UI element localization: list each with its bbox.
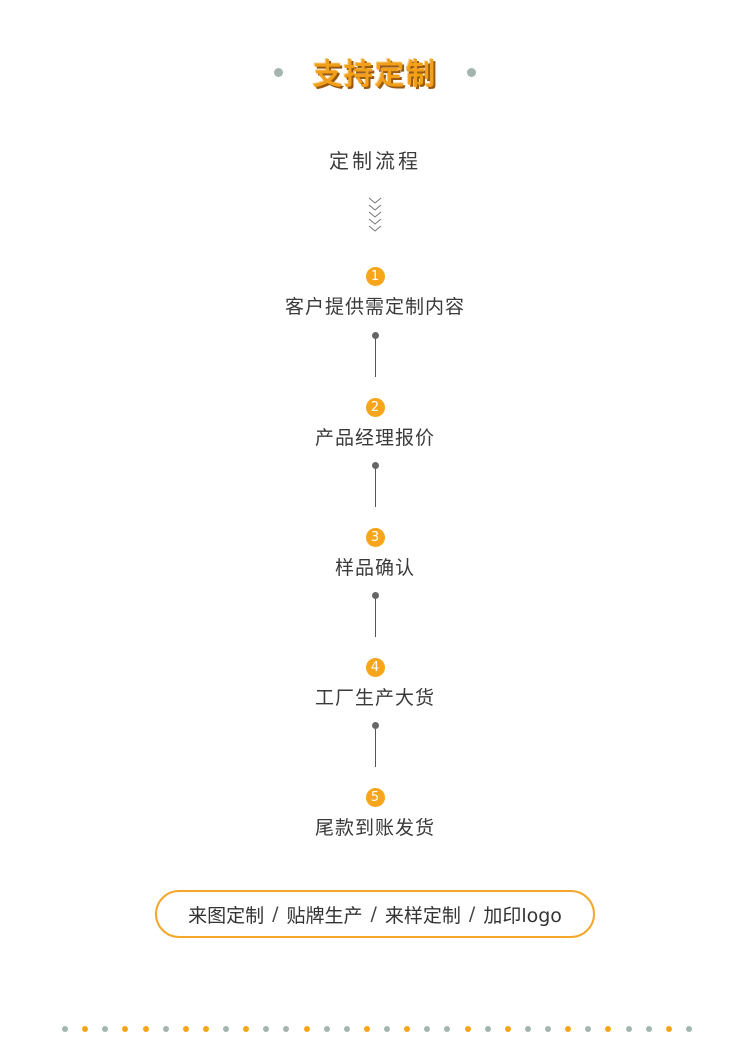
option-separator: /: [272, 903, 279, 925]
connector-pin: [371, 332, 379, 339]
footer-dot: [363, 1026, 370, 1032]
footer-dot: [62, 1026, 68, 1032]
footer-dot: [625, 1026, 632, 1032]
footer-dot: [665, 1026, 672, 1032]
footer-dot: [444, 1026, 451, 1032]
footer-dot: [685, 1026, 692, 1032]
footer-dot: [545, 1026, 551, 1032]
footer-dot: [343, 1026, 350, 1032]
step-connector: [371, 722, 379, 768]
title-left-dot: [273, 67, 283, 77]
process-step-4: 4 工厂生产大货: [0, 658, 750, 710]
step-connector: [371, 462, 379, 508]
step-label: 客户提供需定制内容: [284, 296, 465, 318]
footer-dot: [303, 1026, 310, 1032]
footer-dot: [645, 1026, 652, 1032]
footer-dot: [82, 1026, 89, 1032]
customization-options-pill: 来图定制 / 贴牌生产 / 来样定制 / 加印logo: [155, 890, 595, 938]
footer-dot: [565, 1026, 572, 1032]
connector-pin: [371, 462, 379, 469]
footer-dot: [323, 1026, 330, 1032]
connector-line: [374, 599, 376, 637]
footer-dot: [605, 1026, 612, 1032]
footer-dot: [243, 1026, 250, 1032]
footer-dot: [142, 1026, 149, 1032]
footer-dot: [122, 1026, 129, 1032]
option-label: 加印logo: [483, 904, 562, 927]
section-header: 支持定制: [0, 50, 750, 94]
footer-dot: [384, 1026, 390, 1032]
step-number-badge: 3: [365, 528, 385, 547]
connector-pin: [371, 722, 379, 729]
connector-line: [374, 339, 376, 377]
footer-dot: [464, 1026, 471, 1032]
footer-dot: [404, 1026, 411, 1032]
step-number-badge: 2: [365, 398, 385, 417]
process-step-3: 3 样品确认: [0, 528, 750, 580]
step-connector: [371, 332, 379, 378]
footer-dot: [263, 1026, 270, 1032]
option-label: 来样定制: [384, 904, 461, 927]
footer-dot: [223, 1026, 229, 1032]
footer-dot: [484, 1026, 491, 1032]
process-step-2: 2 产品经理报价: [0, 398, 750, 450]
footer-dot: [424, 1026, 431, 1032]
footer-dot: [585, 1026, 592, 1032]
chevron-down-icon: [368, 197, 382, 232]
footer-dot: [504, 1026, 511, 1032]
footer-dot: [524, 1026, 531, 1032]
connector-line: [374, 469, 376, 507]
step-connector: [371, 592, 379, 638]
process-step-1: 1 客户提供需定制内容: [0, 267, 750, 319]
footer-dot: [182, 1026, 189, 1032]
step-number-badge: 1: [365, 267, 385, 286]
footer-dot: [102, 1026, 109, 1032]
footer-dot-row: [62, 1025, 692, 1033]
step-label: 产品经理报价: [314, 427, 435, 449]
step-label: 尾款到账发货: [314, 817, 435, 839]
step-number-badge: 4: [365, 658, 385, 677]
title-right-dot: [467, 67, 476, 77]
footer-dot: [202, 1026, 209, 1032]
step-number-badge: 5: [365, 788, 385, 807]
process-subtitle: 定制流程: [329, 149, 421, 173]
option-label: 来图定制: [188, 904, 265, 927]
option-label: 贴牌生产: [286, 904, 363, 927]
step-label: 样品确认: [334, 557, 415, 579]
option-separator: /: [370, 903, 377, 925]
footer-dot: [283, 1026, 290, 1032]
connector-line: [374, 729, 376, 767]
process-step-5: 5 尾款到账发货: [0, 788, 750, 840]
option-separator: /: [468, 903, 476, 925]
footer-dot: [162, 1026, 169, 1032]
connector-pin: [371, 592, 379, 599]
section-title: 支持定制: [312, 57, 437, 91]
step-label: 工厂生产大货: [314, 687, 435, 709]
